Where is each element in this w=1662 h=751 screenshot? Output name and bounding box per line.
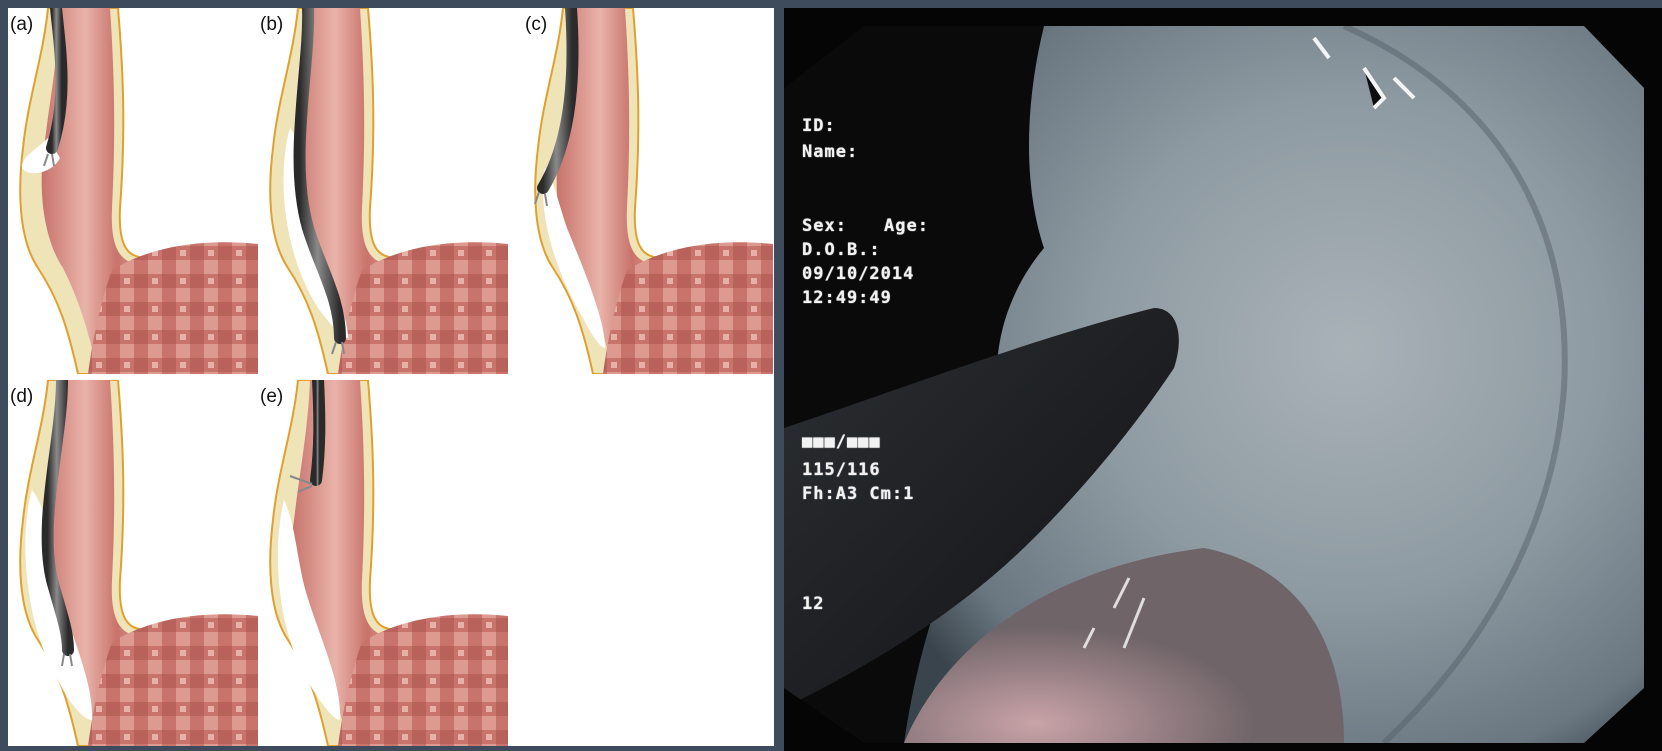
- esophagus-diagram-d: [8, 380, 258, 746]
- endoscopy-image: ID: Name: Sex: Age: D.O.B.: 09/10/2014 1…: [784, 8, 1662, 751]
- patient-id-label: ID:: [802, 116, 836, 136]
- number-readout: 12: [802, 594, 824, 614]
- schematic-figure: (a) (b) (c): [8, 8, 774, 746]
- patient-sex-label: Sex:: [802, 216, 847, 236]
- panel-label-b: (b): [260, 14, 283, 36]
- panel-a: (a): [8, 8, 258, 374]
- patient-age-label: Age:: [884, 216, 929, 236]
- exam-date: 09/10/2014: [802, 264, 914, 284]
- panel-e: (e): [258, 380, 508, 746]
- esophagus-diagram-c: [523, 8, 773, 374]
- esophagus-diagram-b: [258, 8, 508, 374]
- panel-b: (b): [258, 8, 508, 374]
- panel-label-c: (c): [525, 14, 547, 36]
- endoscopy-photo: [784, 8, 1662, 751]
- panel-label-e: (e): [260, 386, 283, 408]
- exam-time: 12:49:49: [802, 288, 892, 308]
- panel-label-d: (d): [10, 386, 33, 408]
- panel-label-a: (a): [10, 14, 33, 36]
- panel-d: (d): [8, 380, 258, 746]
- frame-count: 115/116: [802, 460, 881, 480]
- mode-readout: Fh:A3 Cm:1: [802, 484, 914, 504]
- esophagus-diagram-a: [8, 8, 258, 374]
- patient-name-label: Name:: [802, 142, 858, 162]
- esophagus-diagram-e: [258, 380, 508, 746]
- counter-boxes: ■■■/■■■: [802, 432, 881, 452]
- patient-dob-label: D.O.B.:: [802, 240, 881, 260]
- panel-c: (c): [523, 8, 773, 374]
